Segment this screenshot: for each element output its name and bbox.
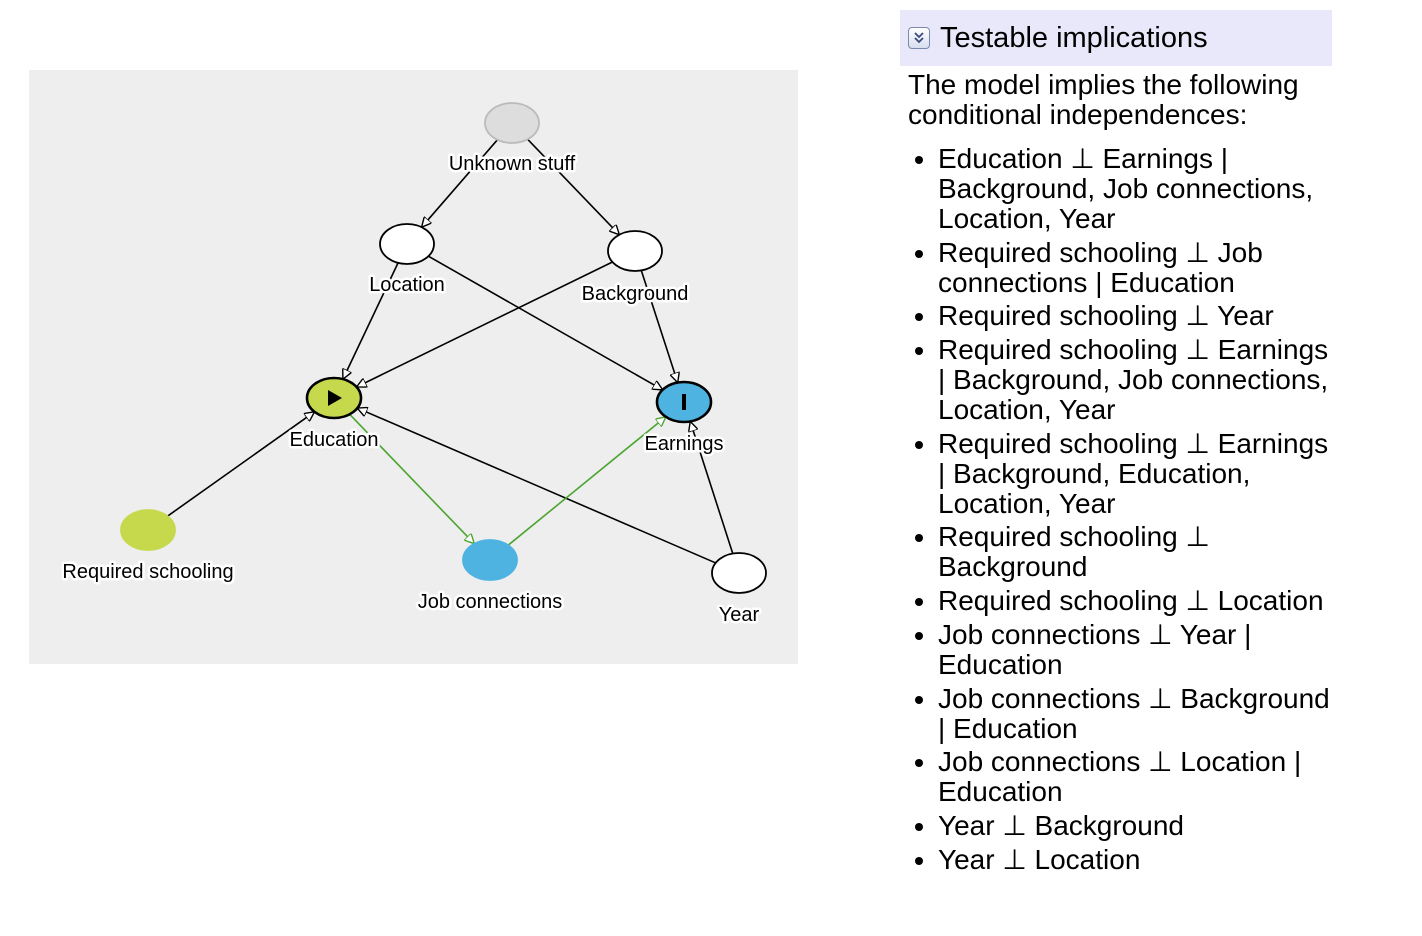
node-jobs[interactable] — [462, 539, 518, 581]
node-earnings[interactable] — [655, 380, 713, 424]
node-education[interactable] — [305, 376, 363, 420]
chevron-double-down-icon[interactable] — [908, 27, 930, 49]
edge-background-to-earnings[interactable] — [640, 270, 677, 382]
implication-item: Required schooling ⊥ Location — [938, 586, 1332, 616]
implication-item: Required schooling ⊥ Earnings | Backgrou… — [938, 335, 1332, 425]
node-label-background: Background — [582, 283, 689, 305]
implications-list: Education ⊥ Earnings | Background, Job c… — [908, 144, 1332, 875]
play-icon — [328, 390, 342, 406]
edge-year-to-education[interactable] — [357, 408, 716, 564]
node-location[interactable] — [379, 223, 435, 265]
edge-unknown-to-background[interactable] — [527, 138, 620, 234]
implication-item: Job connections ⊥ Location | Education — [938, 747, 1332, 807]
edge-education-to-jobs[interactable] — [349, 413, 475, 543]
node-label-schooling: Required schooling — [62, 561, 233, 583]
testable-implications-panel: Testable implications The model implies … — [900, 10, 1332, 878]
bar-icon — [682, 394, 686, 410]
node-unknown-circle[interactable] — [484, 102, 540, 144]
node-label-jobs: Job connections — [418, 591, 563, 613]
node-jobs-circle[interactable] — [462, 539, 518, 581]
implication-item: Job connections ⊥ Year | Education — [938, 619, 1332, 680]
implication-item: Required schooling ⊥ Background — [938, 522, 1332, 582]
panel-body: The model implies the following conditio… — [900, 66, 1332, 875]
node-label-year: Year — [719, 604, 760, 626]
edge-unknown-to-location[interactable] — [422, 139, 499, 227]
node-year-circle[interactable] — [711, 552, 767, 594]
node-background-circle[interactable] — [607, 230, 663, 272]
node-location-circle[interactable] — [379, 223, 435, 265]
node-label-earnings: Earnings — [645, 433, 724, 455]
panel-header[interactable]: Testable implications — [900, 10, 1332, 66]
node-label-unknown: Unknown stuff — [449, 153, 576, 175]
node-schooling[interactable] — [120, 509, 176, 551]
implication-item: Education ⊥ Earnings | Background, Job c… — [938, 144, 1332, 234]
implication-item: Job connections ⊥ Background | Education — [938, 683, 1332, 744]
implication-item: Required schooling ⊥ Earnings | Backgrou… — [938, 428, 1332, 519]
edge-location-to-education[interactable] — [343, 262, 399, 379]
node-label-location: Location — [369, 274, 445, 296]
implication-item: Required schooling ⊥ Job connections | E… — [938, 237, 1332, 298]
edge-jobs-to-earnings[interactable] — [507, 417, 666, 546]
node-label-education: Education — [290, 429, 379, 451]
panel-title: Testable implications — [940, 21, 1208, 54]
edge-background-to-education[interactable] — [357, 261, 613, 387]
implication-item: Required schooling ⊥ Year — [938, 301, 1332, 331]
edge-location-to-earnings[interactable] — [427, 255, 662, 390]
node-background[interactable] — [607, 230, 663, 272]
node-year[interactable] — [711, 552, 767, 594]
implication-item: Year ⊥ Location — [938, 844, 1332, 875]
edge-year-to-earnings[interactable] — [690, 421, 734, 554]
node-unknown[interactable] — [484, 102, 540, 144]
intro-text: The model implies the following conditio… — [908, 69, 1299, 130]
edge-schooling-to-education[interactable] — [167, 412, 314, 517]
implication-item: Year ⊥ Background — [938, 810, 1332, 841]
node-schooling-circle[interactable] — [120, 509, 176, 551]
